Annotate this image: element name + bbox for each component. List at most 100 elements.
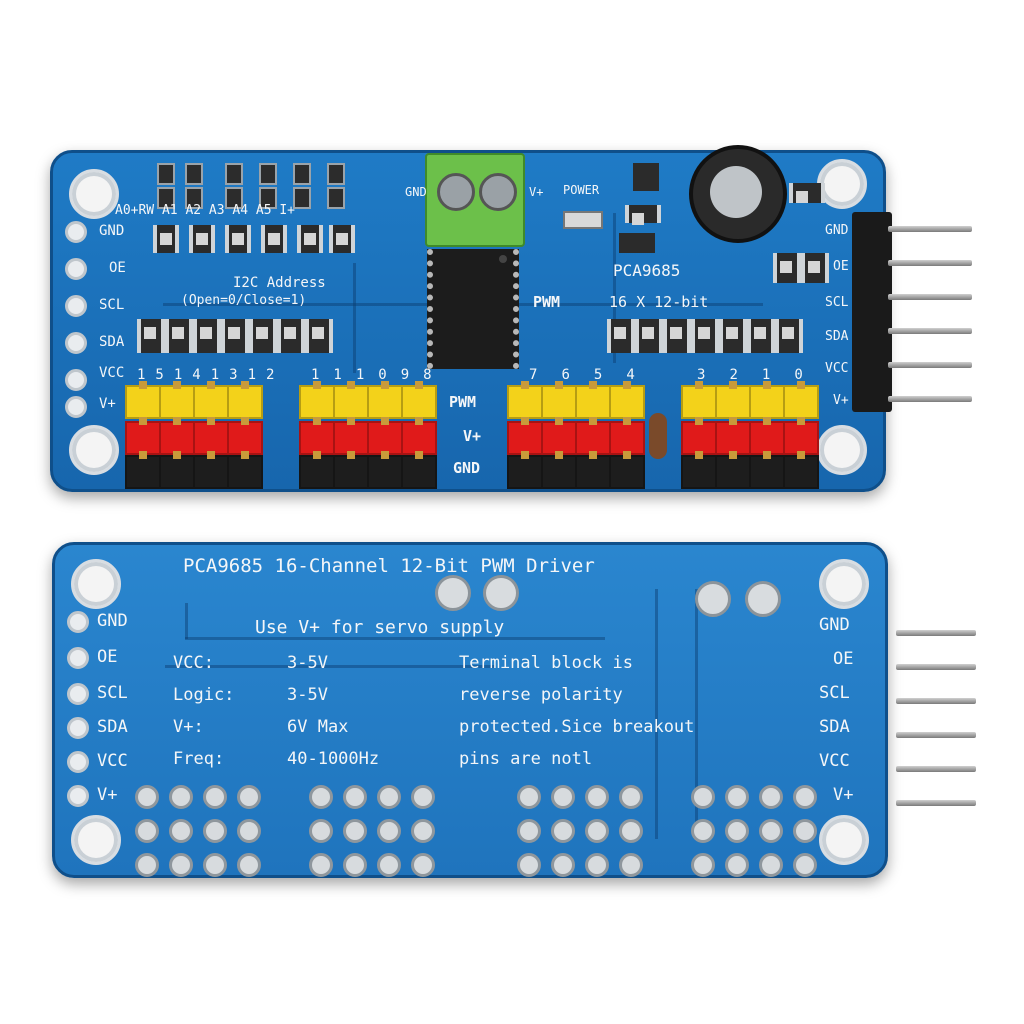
gnd-header-pin[interactable] bbox=[227, 451, 263, 489]
pca9685-board-bottom-view: PCA9685 16-Channel 12-Bit PWM Driver Use… bbox=[52, 542, 888, 878]
pwm-header-pin[interactable] bbox=[609, 381, 645, 419]
vplus-header-pin[interactable] bbox=[193, 417, 229, 455]
channel-group-label: 7654 bbox=[529, 367, 659, 383]
pwm-header-pin[interactable] bbox=[367, 381, 403, 419]
header-pin[interactable] bbox=[888, 294, 972, 300]
terminal-note-line: protected.Sice breakout bbox=[459, 717, 695, 737]
pwm-header-pin[interactable] bbox=[227, 381, 263, 419]
gnd-header-pin[interactable] bbox=[783, 451, 819, 489]
header-pin[interactable] bbox=[896, 664, 976, 670]
pwm-header-pin[interactable] bbox=[299, 381, 335, 419]
spec-label: Freq: bbox=[173, 749, 225, 769]
pwm-header-pin[interactable] bbox=[401, 381, 437, 419]
header-pin[interactable] bbox=[896, 766, 976, 772]
vplus-header-pin[interactable] bbox=[609, 417, 645, 455]
header-pin[interactable] bbox=[888, 226, 972, 232]
mounting-hole bbox=[819, 815, 869, 865]
vplus-header-pin[interactable] bbox=[507, 417, 543, 455]
pwm-header-pin[interactable] bbox=[749, 381, 785, 419]
gnd-header-pin[interactable] bbox=[749, 451, 785, 489]
left-pin-label: SDA bbox=[99, 334, 125, 350]
gnd-header-pin[interactable] bbox=[401, 451, 437, 489]
gnd-header-pin[interactable] bbox=[333, 451, 369, 489]
screw-terminal-block[interactable] bbox=[425, 153, 525, 247]
through-hole-pad bbox=[377, 853, 401, 877]
through-hole-pad bbox=[691, 853, 715, 877]
vplus-header-pin[interactable] bbox=[541, 417, 577, 455]
power-led bbox=[563, 211, 603, 229]
pin-pad bbox=[65, 258, 87, 280]
capacitor-solder-pad bbox=[745, 581, 781, 617]
gnd-header-pin[interactable] bbox=[367, 451, 403, 489]
header-pin[interactable] bbox=[888, 328, 972, 334]
header-pin[interactable] bbox=[896, 698, 976, 704]
pwm-header-pin[interactable] bbox=[193, 381, 229, 419]
left-pin-label: OE bbox=[97, 647, 118, 667]
pwm-header-pin[interactable] bbox=[681, 381, 717, 419]
vplus-header-pin[interactable] bbox=[681, 417, 717, 455]
vplus-header-pin[interactable] bbox=[159, 417, 195, 455]
vplus-header-pin[interactable] bbox=[125, 417, 161, 455]
through-hole-pad bbox=[725, 819, 749, 843]
gnd-header-pin[interactable] bbox=[125, 451, 161, 489]
gnd-header-pin[interactable] bbox=[541, 451, 577, 489]
spec-label: Logic: bbox=[173, 685, 235, 705]
header-pin[interactable] bbox=[896, 630, 976, 636]
series-resistor bbox=[775, 319, 803, 353]
vplus-header-pin[interactable] bbox=[401, 417, 437, 455]
series-resistor bbox=[747, 319, 775, 353]
pwm-header-pin[interactable] bbox=[541, 381, 577, 419]
header-pin[interactable] bbox=[888, 362, 972, 368]
gnd-header-pin[interactable] bbox=[159, 451, 195, 489]
through-hole-pad bbox=[725, 785, 749, 809]
vplus-header-pin[interactable] bbox=[227, 417, 263, 455]
gnd-header-pin[interactable] bbox=[575, 451, 611, 489]
through-hole-pad bbox=[517, 785, 541, 809]
terminal-vplus-label: V+ bbox=[529, 185, 544, 199]
header-pin[interactable] bbox=[896, 800, 976, 806]
pwm-header-pin[interactable] bbox=[159, 381, 195, 419]
chip-label: PCA9685 bbox=[613, 261, 681, 280]
through-hole-pad bbox=[135, 819, 159, 843]
vplus-header-pin[interactable] bbox=[715, 417, 751, 455]
through-hole-pad bbox=[237, 785, 261, 809]
terminal-solder-pad bbox=[435, 575, 471, 611]
vplus-header-pin[interactable] bbox=[299, 417, 335, 455]
series-resistor bbox=[165, 319, 193, 353]
header-pin[interactable] bbox=[888, 396, 972, 402]
gnd-header-pin[interactable] bbox=[715, 451, 751, 489]
through-hole-pad bbox=[585, 819, 609, 843]
vplus-header-pin[interactable] bbox=[749, 417, 785, 455]
pwm-header-pin[interactable] bbox=[783, 381, 819, 419]
series-resistor bbox=[663, 319, 691, 353]
right-pin-label: OE bbox=[833, 259, 849, 274]
resistor bbox=[801, 253, 829, 283]
power-led-label: POWER bbox=[563, 183, 600, 197]
through-hole-pad bbox=[169, 853, 193, 877]
gnd-header-pin[interactable] bbox=[193, 451, 229, 489]
vplus-header-pin[interactable] bbox=[783, 417, 819, 455]
vplus-header-pin[interactable] bbox=[333, 417, 369, 455]
header-pin[interactable] bbox=[888, 260, 972, 266]
gnd-header-pin[interactable] bbox=[609, 451, 645, 489]
resistor bbox=[789, 183, 825, 203]
capacitor bbox=[649, 413, 667, 459]
address-jumper bbox=[293, 163, 311, 185]
mounting-hole bbox=[71, 815, 121, 865]
gnd-header-pin[interactable] bbox=[299, 451, 335, 489]
row-label-gnd: GND bbox=[453, 459, 481, 477]
channel-group-label: 15141312 bbox=[137, 367, 285, 383]
pwm-header-pin[interactable] bbox=[575, 381, 611, 419]
pwm-header-pin[interactable] bbox=[333, 381, 369, 419]
gnd-header-pin[interactable] bbox=[681, 451, 717, 489]
pwm-header-pin[interactable] bbox=[715, 381, 751, 419]
header-pin[interactable] bbox=[896, 732, 976, 738]
pwm-header-pin[interactable] bbox=[507, 381, 543, 419]
gnd-header-pin[interactable] bbox=[507, 451, 543, 489]
through-hole-pad bbox=[619, 785, 643, 809]
vplus-header-pin[interactable] bbox=[367, 417, 403, 455]
pwm-header-pin[interactable] bbox=[125, 381, 161, 419]
vplus-header-pin[interactable] bbox=[575, 417, 611, 455]
pin-pad bbox=[67, 785, 89, 807]
diode bbox=[633, 163, 659, 191]
